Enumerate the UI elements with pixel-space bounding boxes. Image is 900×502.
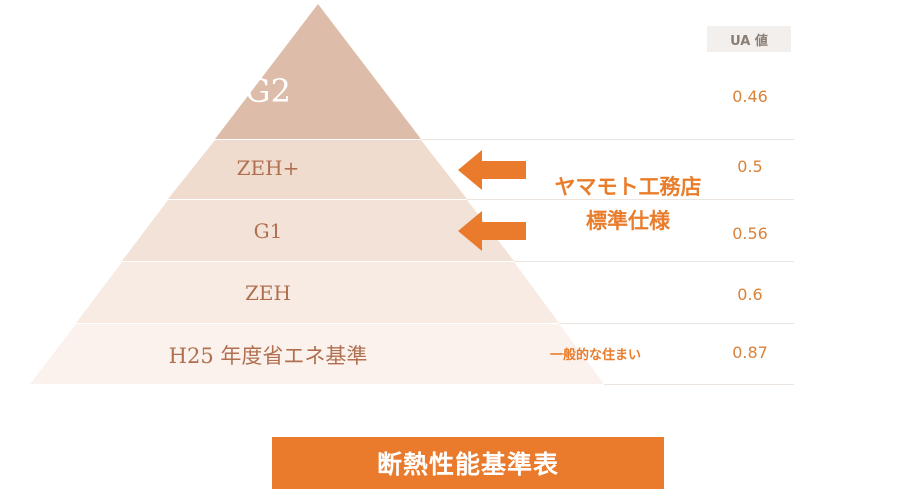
ua-value-g2: 0.46 [732,87,768,106]
tier-label-g1: G1 [253,219,283,243]
arrow-left-icon [458,211,526,251]
general-home-label: 一般的な住まい [550,348,642,363]
ua-value-zeh: 0.6 [737,285,763,304]
tier-label-h25: H25 年度省エネ基準 [168,344,368,368]
tier-label-zeh-plus: ZEH+ [236,156,300,180]
row-divider [604,384,794,385]
pyramid-tier-zeh [76,262,559,323]
row-divider [514,261,794,262]
row-divider [467,199,794,200]
ua-value-h25: 0.87 [732,343,768,362]
pyramid-tier-g2 [215,4,421,139]
caption-banner: 断熱性能基準表 [272,437,664,489]
standard-spec: 標準仕様 [586,209,670,233]
pyramid-tier-g1 [122,200,514,261]
arrow-left-icon [458,150,526,190]
company-name: ヤマモト工務店 [554,175,702,199]
pyramid-tier-zeh-plus [168,140,467,199]
tier-label-g2: G2 [245,72,291,110]
ua-column-header: UA 値 [707,26,791,52]
ua-value-g1: 0.56 [732,224,768,243]
pyramid-tier-h25 [30,324,604,384]
row-divider [559,323,794,324]
row-divider [421,139,794,140]
company-standard-label: ヤマモト工務店 標準仕様 [538,170,718,238]
tier-label-zeh: ZEH [245,281,291,305]
ua-value-zeh-plus: 0.5 [737,157,763,176]
